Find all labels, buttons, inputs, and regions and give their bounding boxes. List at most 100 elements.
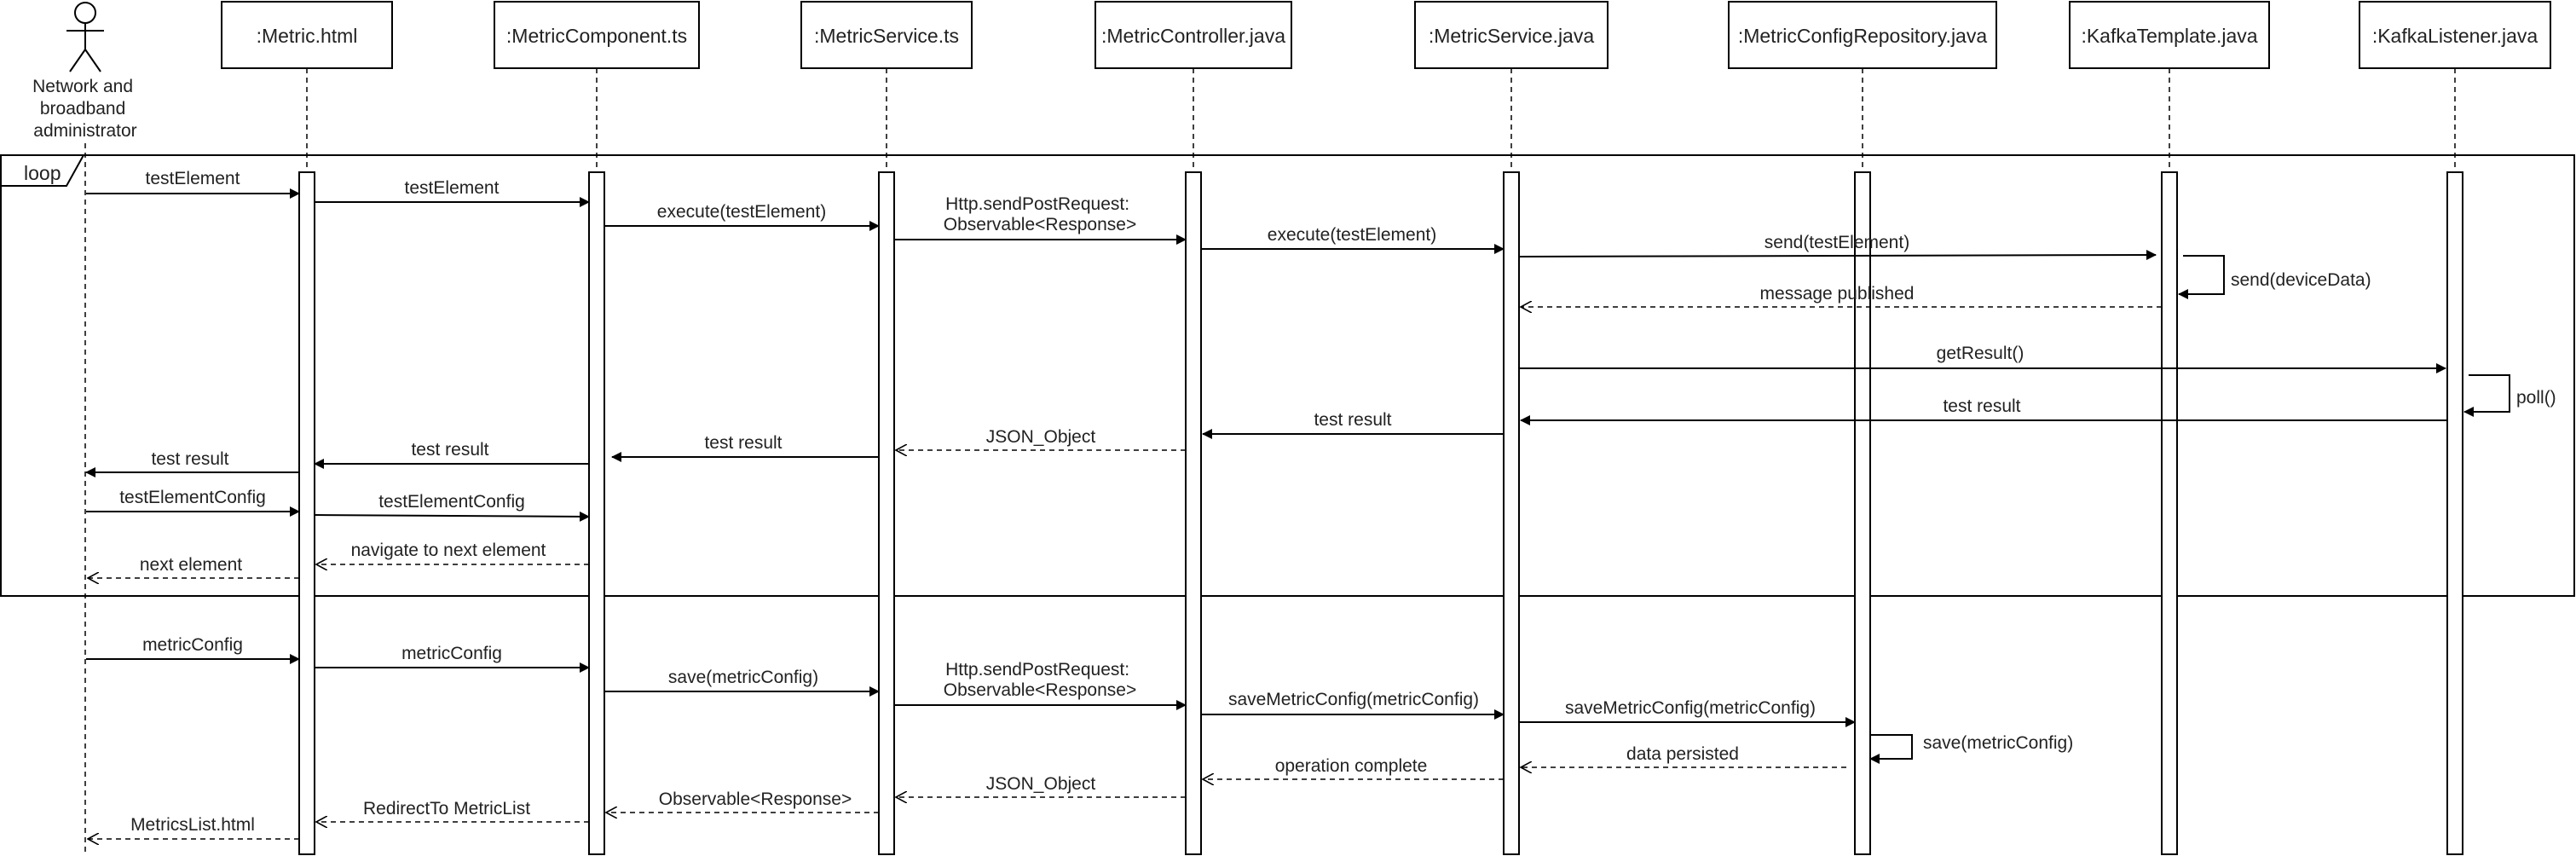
message: saveMetricConfig(metricConfig) bbox=[1201, 690, 1505, 720]
return-message: message published bbox=[1521, 284, 2162, 307]
return-message: navigate to next element bbox=[316, 541, 589, 564]
self-message: save(metricConfig) bbox=[1869, 733, 2073, 764]
message: testElement bbox=[315, 178, 590, 207]
message-label: metricConfig bbox=[142, 635, 243, 655]
message-label: message published bbox=[1760, 284, 1915, 304]
actor-network-admin: Network and broadband administrator bbox=[32, 2, 137, 854]
message-label-line-1: Http.sendPostRequest: bbox=[945, 194, 1129, 214]
participant-name: :KafkaTemplate.java bbox=[2081, 25, 2257, 47]
activation-bar bbox=[878, 171, 895, 855]
activation-bar bbox=[1185, 171, 1202, 855]
message-label: testElementConfig bbox=[378, 492, 525, 512]
return-message: next element bbox=[88, 555, 299, 578]
message-label: send(deviceData) bbox=[2231, 270, 2371, 290]
activation-bar bbox=[298, 171, 315, 855]
message: test result bbox=[611, 433, 879, 462]
message: test result bbox=[1202, 410, 1504, 439]
activation-bar bbox=[2161, 171, 2178, 855]
participant-kafka-listener-java: :KafkaListener.java bbox=[2359, 1, 2551, 855]
message-label: saveMetricConfig(metricConfig) bbox=[1228, 690, 1479, 709]
message-label: getResult() bbox=[1937, 344, 2024, 363]
activation-bar bbox=[588, 171, 605, 855]
actor-name-line-2: broadband bbox=[40, 99, 125, 119]
return-message: data persisted bbox=[1521, 744, 1846, 767]
participant-metric-config-repository-java: :MetricConfigRepository.java bbox=[1728, 1, 1997, 855]
message-label: testElement bbox=[405, 178, 500, 198]
message-label: execute(testElement) bbox=[1268, 225, 1436, 245]
message-label: data persisted bbox=[1626, 744, 1739, 764]
message-label: Observable<Response> bbox=[659, 789, 852, 809]
message-label: next element bbox=[140, 555, 242, 575]
participant-metric-service-java: :MetricService.java bbox=[1414, 1, 1609, 855]
participant-box bbox=[2359, 1, 2551, 69]
message-label: JSON_Object bbox=[986, 774, 1096, 794]
message-label: Http.sendPostRequest: Observable<Respons… bbox=[944, 660, 1136, 700]
message: test result bbox=[1520, 396, 2447, 425]
participant-box bbox=[2069, 1, 2270, 69]
participant-kafka-template-java: :KafkaTemplate.java bbox=[2069, 1, 2270, 855]
message-label-line-1: Http.sendPostRequest: bbox=[945, 660, 1129, 680]
message: save(metricConfig) bbox=[604, 668, 880, 697]
participant-name: :MetricController.java bbox=[1101, 25, 1285, 47]
message: metricConfig bbox=[315, 644, 590, 673]
participant-box bbox=[800, 1, 973, 69]
participant-metric-controller-java: :MetricController.java bbox=[1095, 1, 1292, 855]
participant-name: :Metric.html bbox=[257, 25, 358, 47]
participant-name: :MetricComponent.ts bbox=[506, 25, 687, 47]
message: test result bbox=[314, 440, 589, 469]
message-label: RedirectTo MetricList bbox=[363, 799, 530, 818]
message-label: save(metricConfig) bbox=[1923, 733, 2073, 753]
message: testElementConfig bbox=[86, 488, 300, 517]
message-label: send(testElement) bbox=[1765, 233, 1909, 252]
message-label: operation complete bbox=[1275, 756, 1428, 776]
message: send(testElement) bbox=[1518, 233, 2157, 261]
message-label: test result bbox=[1314, 410, 1391, 430]
return-message: MetricsList.html bbox=[88, 815, 299, 839]
loop-frame-label: loop bbox=[24, 162, 61, 184]
participant-box bbox=[1728, 1, 1997, 69]
participant-name: :MetricService.ts bbox=[814, 25, 959, 47]
message: saveMetricConfig(metricConfig) bbox=[1519, 698, 1856, 727]
participant-metric-service-ts: :MetricService.ts bbox=[800, 1, 973, 855]
message: testElementConfig bbox=[314, 492, 590, 522]
actor-name-line-1: Network and bbox=[32, 77, 133, 96]
participant-box bbox=[494, 1, 700, 69]
message: Http.sendPostRequest: Observable<Respons… bbox=[894, 660, 1187, 710]
message-label: metricConfig bbox=[401, 644, 502, 663]
message: metricConfig bbox=[86, 635, 300, 664]
participant-name: :KafkaListener.java bbox=[2372, 25, 2538, 47]
message: execute(testElement) bbox=[604, 202, 880, 231]
message: testElement bbox=[86, 169, 300, 199]
participant-name: :MetricConfigRepository.java bbox=[1738, 25, 1988, 47]
message-label: MetricsList.html bbox=[130, 815, 255, 835]
message-label: save(metricConfig) bbox=[668, 668, 818, 687]
message-label: test result bbox=[1943, 396, 2020, 416]
activation-bar bbox=[2446, 171, 2463, 855]
return-message: JSON_Object bbox=[896, 427, 1186, 450]
participant-metric-component-ts: :MetricComponent.ts bbox=[494, 1, 700, 855]
return-message: operation complete bbox=[1203, 756, 1504, 779]
message-label: navigate to next element bbox=[351, 541, 546, 560]
message-label-line-2: Observable<Response> bbox=[944, 215, 1136, 234]
message: execute(testElement) bbox=[1201, 225, 1505, 254]
message-label: saveMetricConfig(metricConfig) bbox=[1565, 698, 1816, 718]
stick-figure-icon bbox=[66, 2, 104, 72]
participant-metric-html: :Metric.html bbox=[221, 1, 393, 855]
message: test result bbox=[85, 449, 299, 477]
message-label-line-2: Observable<Response> bbox=[944, 680, 1136, 700]
activation-bar bbox=[1854, 171, 1871, 855]
participant-name: :MetricService.java bbox=[1429, 25, 1594, 47]
message-label: execute(testElement) bbox=[657, 202, 826, 222]
actor-name-line-3: administrator bbox=[33, 121, 136, 141]
message-label: testElement bbox=[146, 169, 240, 188]
participant-box bbox=[1095, 1, 1292, 69]
message-label: testElementConfig bbox=[119, 488, 266, 507]
message-label: test result bbox=[704, 433, 782, 453]
message-label: Http.sendPostRequest: Observable<Respons… bbox=[944, 194, 1136, 234]
message-label: test result bbox=[151, 449, 228, 469]
return-message: Observable<Response> bbox=[606, 789, 879, 813]
return-message: JSON_Object bbox=[896, 774, 1186, 797]
message: Http.sendPostRequest: Observable<Respons… bbox=[894, 194, 1187, 245]
message-label: poll() bbox=[2516, 388, 2556, 408]
